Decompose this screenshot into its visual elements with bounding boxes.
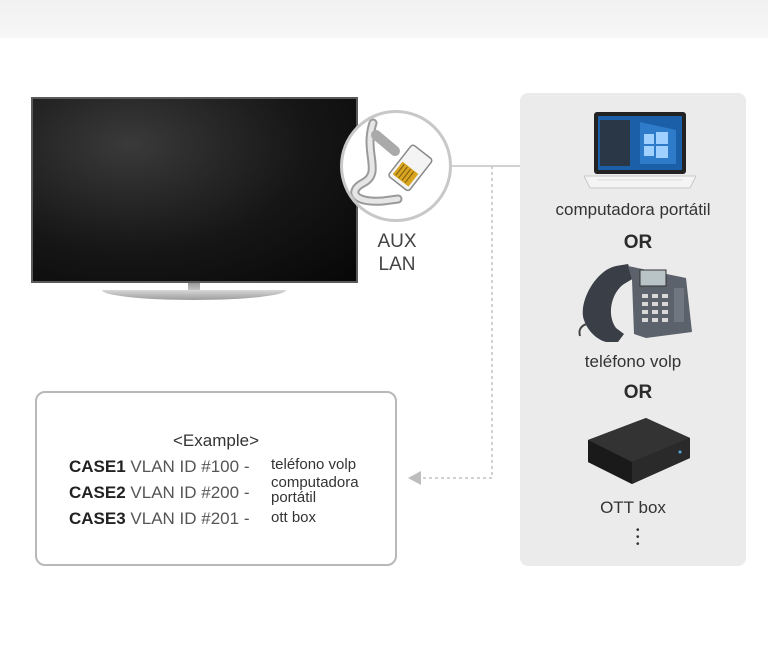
- device-label-ott-box: OTT box: [600, 498, 666, 517]
- case-vlan: VLAN ID #200 -: [130, 483, 250, 502]
- or-separator-2: OR: [623, 382, 653, 403]
- device-label-voip-phone: teléfono volp: [584, 352, 682, 371]
- port-label-aux: AUX: [377, 231, 417, 252]
- arrowhead-icon: [408, 471, 421, 485]
- case-row-2: CASE2 VLAN ID #200 -: [69, 483, 249, 503]
- top-band: [0, 0, 768, 38]
- tv-stand-base: [102, 290, 286, 300]
- case-key: CASE2: [69, 483, 126, 502]
- port-label: AUX LAN: [360, 230, 434, 276]
- laptop-icon: [584, 112, 696, 189]
- device-label-laptop: computadora portátil: [555, 200, 711, 219]
- example-box: <Example> CASE1 VLAN ID #100 - teléfono …: [35, 391, 397, 566]
- case-vlan: VLAN ID #201 -: [130, 509, 250, 528]
- or-separator-1: OR: [623, 232, 653, 253]
- voip-phone-icon: [578, 264, 692, 342]
- more-devices-icon: •••: [636, 525, 640, 550]
- case-device: computadora portátil: [271, 474, 359, 506]
- lan-cable-icon: [340, 110, 452, 222]
- example-title: <Example>: [173, 431, 259, 450]
- case-row-1: CASE1 VLAN ID #100 -: [69, 457, 249, 477]
- ott-box-icon: [588, 418, 690, 484]
- case-key: CASE3: [69, 509, 126, 528]
- case-key: CASE1: [69, 457, 126, 476]
- case-device: ott box: [271, 509, 317, 526]
- tv-screen: [31, 97, 358, 283]
- port-label-lan: LAN: [378, 254, 416, 275]
- case-row-3: CASE3 VLAN ID #201 -: [69, 509, 249, 529]
- case-vlan: VLAN ID #100 -: [130, 457, 250, 476]
- tv-stand-neck: [188, 283, 200, 291]
- case-device: teléfono volp: [271, 456, 357, 473]
